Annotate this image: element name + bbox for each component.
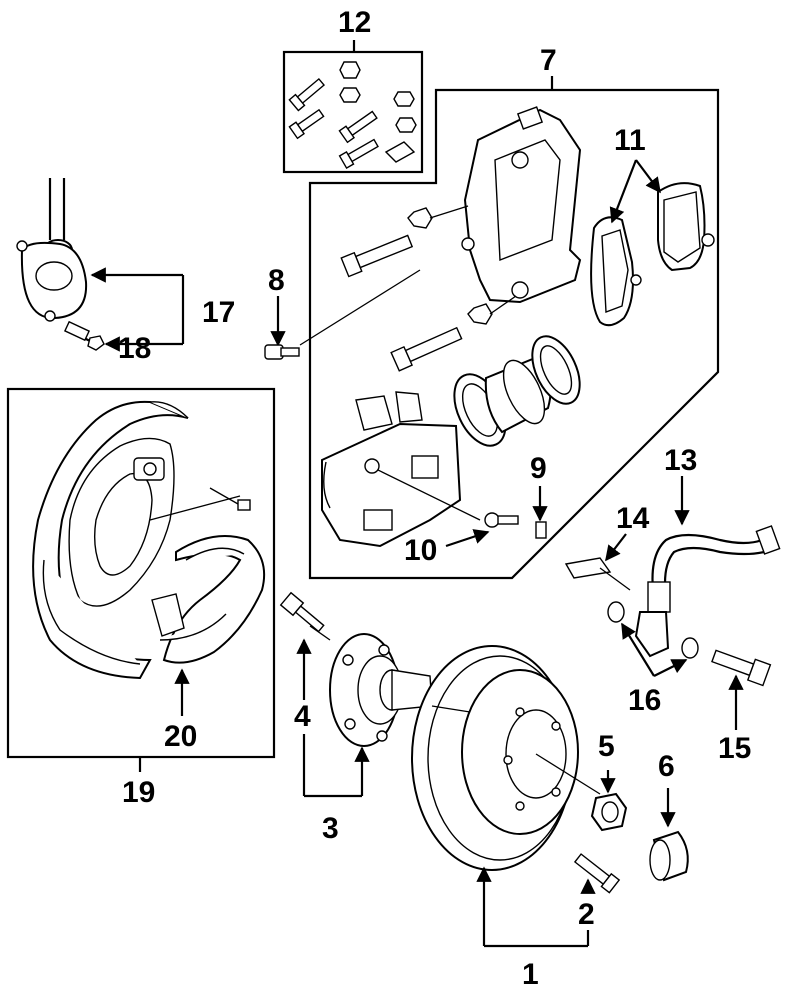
callout-7: 7 <box>540 44 557 77</box>
callout-16: 16 <box>628 684 661 717</box>
caliper-body <box>321 391 481 548</box>
callout-1: 1 <box>522 958 539 991</box>
brake-hose <box>634 476 781 658</box>
callout-9: 9 <box>530 452 547 485</box>
bleeder-cap-and-screw <box>445 486 548 548</box>
callout-6: 6 <box>658 750 675 783</box>
callout-12: 12 <box>338 6 371 39</box>
callout-8: 8 <box>268 264 285 297</box>
brake-pads <box>590 159 715 327</box>
callout-10: 10 <box>404 534 437 567</box>
leader-1-2 <box>476 866 590 948</box>
axle-nut <box>590 770 628 832</box>
leader-17-18 <box>90 267 185 352</box>
wheel-stud <box>573 853 621 894</box>
callout-19: 19 <box>122 776 155 809</box>
wheel-hub <box>279 591 433 747</box>
callout-5: 5 <box>598 730 615 763</box>
callout-4: 4 <box>294 700 311 733</box>
backing-plate <box>32 400 251 680</box>
abs-sensor <box>16 178 105 351</box>
banjo-bolt <box>711 649 772 730</box>
bleeder-bolt <box>264 269 421 360</box>
caliper-assembly-box <box>308 88 720 580</box>
brake-shoes <box>151 535 266 716</box>
hardware-kit-parts <box>288 61 417 170</box>
callout-13: 13 <box>664 444 697 477</box>
guide-pins <box>340 205 517 372</box>
callout-17: 17 <box>202 296 235 329</box>
brake-rotor <box>411 645 601 871</box>
grease-cap <box>649 788 689 882</box>
hose-clip <box>564 533 631 591</box>
callout-14: 14 <box>616 502 650 535</box>
callout-2: 2 <box>578 898 595 931</box>
copper-washers <box>607 601 699 677</box>
callout-11: 11 <box>614 124 646 157</box>
callout-3: 3 <box>322 812 339 845</box>
leader-3-4 <box>296 638 370 798</box>
callout-20: 20 <box>164 720 197 753</box>
caliper-bracket <box>461 106 582 304</box>
callout-18: 18 <box>118 332 151 365</box>
callout-15: 15 <box>718 732 751 765</box>
piston-and-seals <box>453 335 581 447</box>
